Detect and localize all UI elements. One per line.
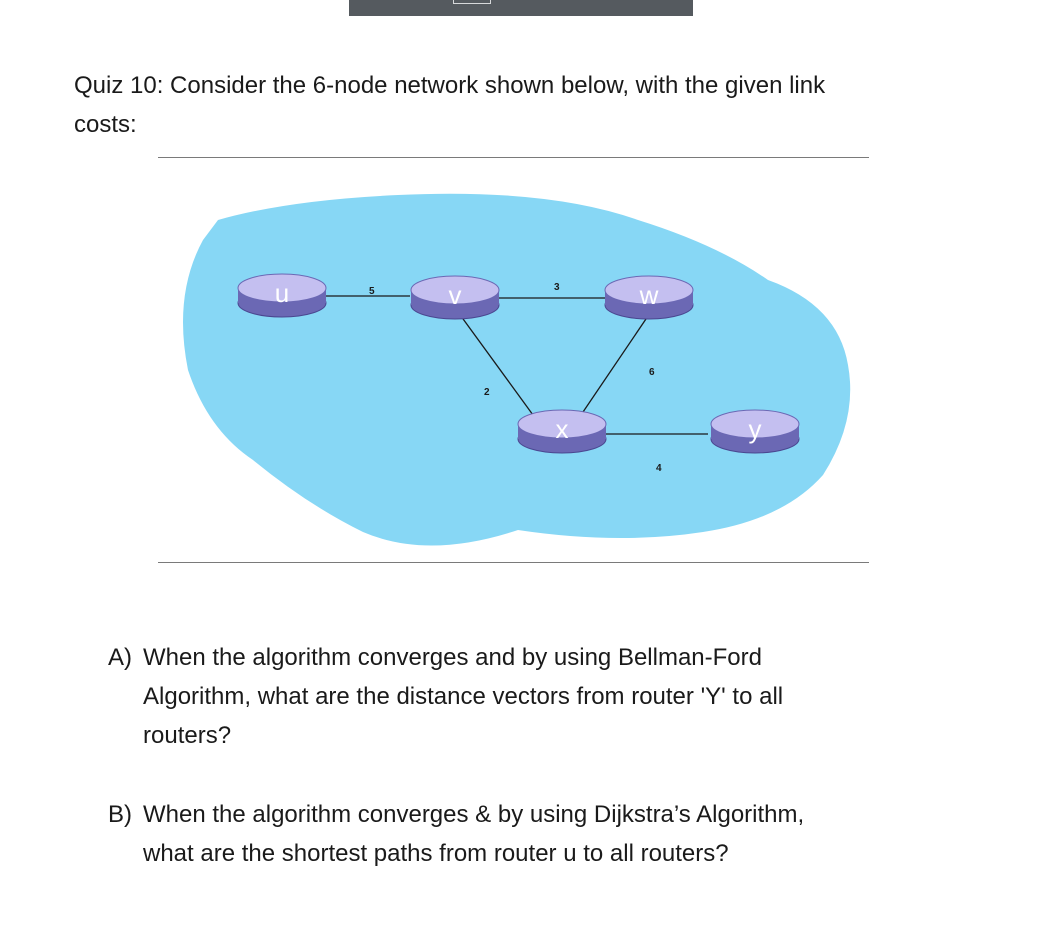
router-v: v [410, 275, 500, 320]
network-cloud [183, 193, 851, 546]
bottom-divider [158, 562, 869, 563]
network-diagram: 5 3 2 6 4 u v w x [183, 193, 851, 546]
question-b-letter: B) [108, 801, 132, 828]
cost-v-x: 2 [484, 387, 490, 398]
links [326, 295, 708, 435]
router-x: x [517, 409, 607, 454]
router-x-label: x [556, 414, 569, 444]
router-v-label: v [449, 280, 462, 310]
question-a: A) When the algorithm converges and by us… [108, 638, 928, 755]
question-a-line-1: When the algorithm converges and by usin… [143, 644, 762, 671]
router-y: y [710, 409, 800, 454]
question-b: B) When the algorithm converges & by usin… [108, 795, 948, 873]
question-b-line-2: what are the shortest paths from router … [143, 840, 729, 867]
window-top-bar [349, 0, 693, 16]
top-divider [158, 157, 869, 158]
question-a-letter: A) [108, 644, 132, 671]
cost-u-v: 5 [369, 286, 375, 297]
router-u: u [237, 273, 327, 318]
cost-x-y: 4 [656, 463, 662, 474]
router-w-label: w [639, 280, 659, 310]
router-y-label: y [749, 414, 762, 444]
link-costs: 5 3 2 6 4 [369, 282, 662, 474]
quiz-title-line-2: costs: [74, 111, 137, 138]
question-b-line-1: When the algorithm converges & by using … [143, 801, 805, 828]
question-a-line-3: routers? [143, 722, 232, 749]
cost-v-w: 3 [554, 282, 560, 293]
quiz-title-line-1: Quiz 10: Consider the 6-node network sho… [74, 72, 826, 99]
question-a-line-2: Algorithm, what are the distance vectors… [143, 683, 784, 710]
link-w-x [582, 315, 649, 413]
network-figure: 5 3 2 6 4 u v w x [158, 160, 869, 560]
window-tab-notch [453, 0, 491, 4]
quiz-title: Quiz 10: Consider the 6-node network sho… [74, 66, 974, 144]
link-v-x [457, 311, 534, 416]
router-w: w [604, 275, 694, 320]
router-u-label: u [275, 278, 289, 308]
cost-w-x: 6 [649, 367, 655, 378]
